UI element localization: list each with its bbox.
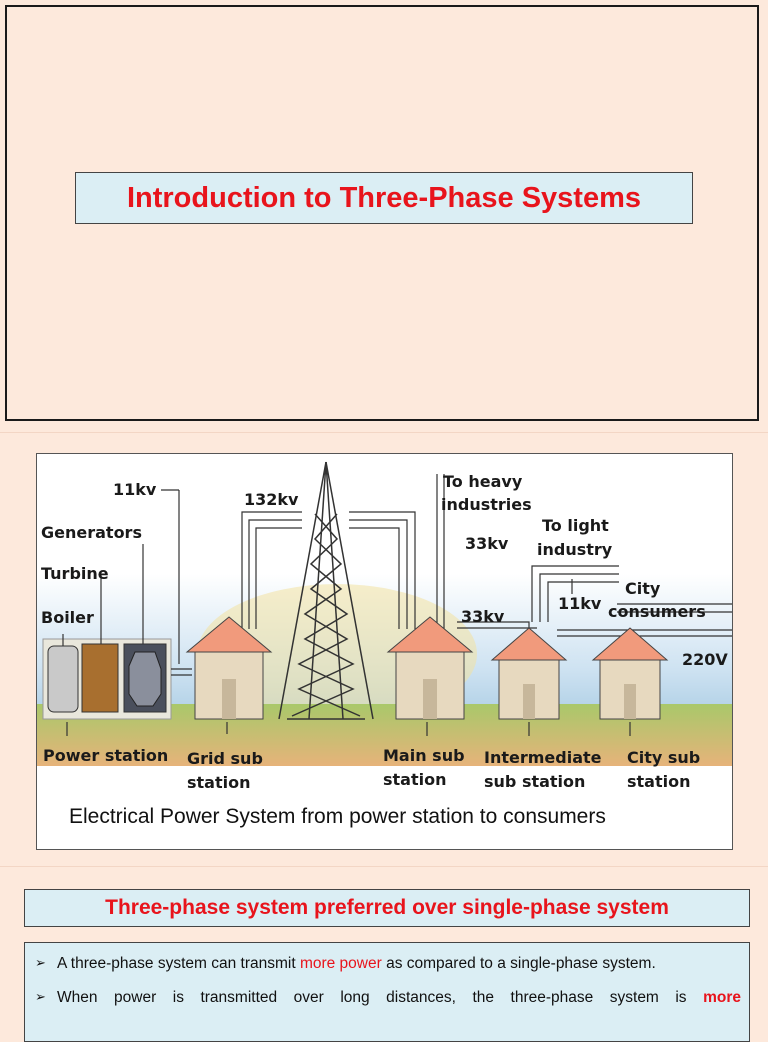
label-turbine: Turbine bbox=[41, 564, 109, 583]
list-item: ➢ A three-phase system can transmit more… bbox=[35, 953, 741, 975]
arrow-bullet-icon: ➢ bbox=[35, 990, 46, 1005]
label-main-station: station bbox=[383, 770, 447, 789]
label-boiler: Boiler bbox=[41, 608, 94, 627]
label-132kv: 132kv bbox=[244, 490, 299, 509]
arrow-bullet-icon: ➢ bbox=[35, 956, 46, 971]
bullet-highlight: more power bbox=[299, 955, 382, 972]
title-box: Introduction to Three-Phase Systems bbox=[75, 172, 693, 224]
label-grid-station: station bbox=[187, 773, 251, 792]
label-11kv-left: 11kv bbox=[113, 480, 157, 499]
diagram-caption: Electrical Power System from power stati… bbox=[69, 805, 606, 828]
label-generators: Generators bbox=[41, 523, 142, 542]
label-33kv-mid: 33kv bbox=[461, 607, 505, 626]
bullet-text-pre: When power is transmitted over long dist… bbox=[57, 989, 704, 1006]
label-inter-station: sub station bbox=[484, 772, 586, 791]
slide-title: Introduction to Three-Phase Systems bbox=[126, 181, 642, 214]
label-main-sub: Main sub bbox=[383, 746, 465, 765]
bullet-text-pre: A three-phase system can transmit bbox=[57, 955, 300, 972]
label-to-light: To light bbox=[542, 516, 609, 535]
substation-houses bbox=[185, 616, 669, 720]
label-city: City bbox=[625, 579, 661, 598]
label-intermediate: Intermediate bbox=[484, 748, 602, 767]
label-city-station: station bbox=[627, 772, 691, 791]
bullet-text: A three-phase system can transmit more p… bbox=[57, 953, 656, 975]
power-system-diagram: 11kv 132kv Generators Turbine Boiler To … bbox=[36, 453, 733, 850]
bullet-list: ➢ A three-phase system can transmit more… bbox=[24, 942, 750, 1042]
label-11kv-right: 11kv bbox=[558, 594, 602, 613]
transmission-tower bbox=[278, 461, 374, 720]
label-industries: industries bbox=[441, 495, 532, 514]
power-station-generators bbox=[42, 638, 172, 720]
label-grid-sub: Grid sub bbox=[187, 749, 263, 768]
title-slide: Introduction to Three-Phase Systems bbox=[5, 5, 759, 421]
label-to-heavy: To heavy bbox=[443, 472, 523, 491]
slide-divider bbox=[0, 866, 768, 867]
diagram-illustration bbox=[37, 461, 732, 849]
bullet-text: When power is transmitted over long dist… bbox=[57, 987, 741, 1009]
label-city-sub: City sub bbox=[627, 748, 701, 767]
list-item: ➢ When power is transmitted over long di… bbox=[35, 987, 741, 1009]
label-33kv-top: 33kv bbox=[465, 534, 509, 553]
bullet-highlight: more bbox=[703, 989, 741, 1006]
slide-divider bbox=[0, 432, 768, 433]
bullet-text-post: as compared to a single-phase system. bbox=[381, 955, 656, 972]
section-heading-box: Three-phase system preferred over single… bbox=[24, 889, 750, 927]
label-industry: industry bbox=[537, 540, 613, 559]
section-heading: Three-phase system preferred over single… bbox=[105, 896, 669, 919]
label-220v: 220V bbox=[682, 650, 728, 669]
label-power-station: Power station bbox=[43, 746, 169, 765]
label-consumers: consumers bbox=[608, 602, 706, 621]
